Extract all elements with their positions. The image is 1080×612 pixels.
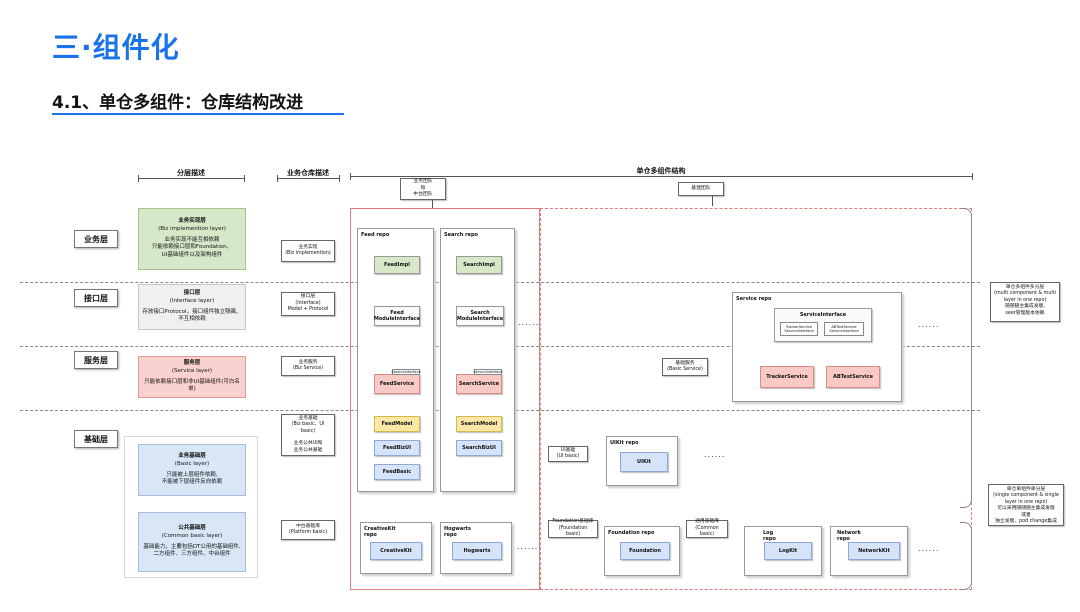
repo-title: Foundation repo [608,530,655,536]
col-tick [277,175,278,182]
layer-desc-text: 业务实现不能互相依赖 只能依赖接口层和Foundation、 UI基础组件以及架… [151,236,233,259]
col-line-repo-desc [277,178,339,179]
feedservice-interface-tag: ServiceInterface [391,369,421,375]
col-tick [244,175,245,182]
layer-desc-text: 只能被上层组件依赖, 不能被下层组件反向依赖 [161,471,223,486]
layer-label-biz: 业务层 [74,230,118,248]
single-component-note: 单仓单组件单分层 (single component & single laye… [988,484,1064,526]
layer-desc-text: 基础能力，主要包括DT公用的基础组件, 二方组件、三方组件、中台组件 [143,543,241,558]
repo-title: Hogwarts repo [444,526,472,538]
feedbizui-component: FeedBizUI [374,440,420,456]
feedbasic-component: FeedBasic [374,464,420,480]
networkkit-component: NetworkKit [848,542,900,560]
layer-desc-en: (Service layer) [171,367,213,374]
repo-title: UIKit repo [610,440,639,446]
hogwarts-component: Hogwarts [452,542,502,560]
searchmodel-component: SearchModel [456,416,502,432]
repo-title: Service repo [736,296,772,302]
layer-desc-en: (Basic layer) [174,460,210,467]
base-layer-group [124,436,258,578]
col-line-structure [350,176,972,177]
ellipsis: ...... [918,544,940,553]
ui-basic-note: UI基础 (UI basic) [548,446,588,462]
basic-service-note: 基础服务 (Basic Service) [662,358,708,376]
ellipsis: ...... [518,318,540,327]
team-note-infra: 基建团队 [678,182,724,196]
foundation-basic-note: Foundation基础库 (Foundation basic) [548,519,598,538]
searchservice-component: SearchService [456,374,502,394]
team-note-pointer [432,200,433,208]
subtitle-underline [52,113,344,115]
page-subtitle: 4.1、单仓多组件：仓库结构改进 [52,93,304,113]
team-note-pointer [712,196,713,206]
repo-desc-platform: 中台基础库 (Platform basic) [281,520,335,540]
biz-team-container [350,208,540,590]
layer-desc-en: (Biz implemention layer) [158,225,226,232]
col-tick [138,175,139,182]
repo-desc-basic: 业务基础 (Biz basic、UI basic) 业务公共UI和 业务公共基础 [281,414,335,456]
trackerservice-component: TrackerService [760,366,814,388]
ellipsis: ...... [517,542,539,551]
layer-desc-title: 业务实现层 [178,217,206,224]
layer-label-service: 服务层 [74,351,118,369]
uikit-component: UIKit [620,452,668,472]
common-basic-note: 通用基础库 (Common basic) [686,519,728,538]
col-tick [972,173,973,180]
searchimpl-component: SearchImpl [456,256,502,274]
searchbizui-component: SearchBizUI [456,440,502,456]
tracker-service-interface: TrackerService ServiceInterface [780,322,818,336]
layer-desc-basic: 业务基础层 (Basic layer) 只能被上层组件依赖, 不能被下层组件反向… [138,444,246,496]
layer-desc-text: 只能依赖接口层和非UI基础组件(可白名单) [144,378,240,393]
page-title: 三·组件化 [52,31,180,64]
layer-desc-common: 公共基础层 (Common basic layer) 基础能力，主要包括DT公用… [138,512,246,572]
repo-title: Feed repo [361,232,390,238]
repo-title: CreativeKit repo [364,526,396,538]
abtestservice-component: ABTestService [826,366,880,388]
repo-desc-interface: 接口层 (Interface) Model + Protocol [281,292,335,316]
searchservice-interface-tag: ServiceInterface [473,369,503,375]
layer-label-base: 基础层 [74,430,118,448]
col-header-layer-desc: 分层描述 [177,169,205,177]
feed-moduleinterface-component: Feed ModuleInterface [374,306,420,326]
repo-desc-service: 业务服务 (Biz Service) [281,356,335,376]
multi-layer-brace [960,208,972,508]
multi-component-note: 单仓多组件多分层 (multi component & multi layer … [990,282,1060,322]
layer-desc-title: 服务层 [183,359,201,366]
layer-label-interface: 接口层 [74,289,118,307]
logkit-component: LogKit [764,542,812,560]
team-note-biz: 业务团队 和 中台团队 [400,178,446,200]
feedmodel-component: FeedModel [374,416,420,432]
abtest-service-interface: ABTestService ServiceInterface [824,322,864,336]
foundation-component: Foundation [620,542,670,560]
feedservice-component: FeedService [374,374,420,394]
ellipsis: ...... [918,320,940,329]
layer-desc-title: 接口层 [183,289,201,296]
repo-desc-biz: 业务实现 (Biz implemention) [281,240,335,262]
repo-title: Search repo [444,232,478,238]
layer-desc-interface: 接口层 (Interface layer) 存放接口Protocol，接口组件独… [138,284,246,330]
col-tick [339,175,340,182]
col-header-repo-desc: 业务仓库描述 [287,169,329,177]
single-layer-brace [960,522,972,590]
layer-desc-en: (Common basic layer) [161,532,223,539]
layer-desc-en: (Interface layer) [169,297,215,304]
layer-desc-title: 业务基础层 [178,452,206,459]
layer-desc-text: 存放接口Protocol，接口组件独立隔离、不互相依赖 [142,308,242,323]
col-tick [350,173,351,180]
col-line-layer-desc [138,178,244,179]
ellipsis: ...... [704,450,726,459]
layer-desc-title: 公共基础层 [178,524,206,531]
repo-title: Network repo [837,530,861,542]
layer-desc-biz: 业务实现层 (Biz implemention layer) 业务实现不能互相依… [138,208,246,270]
search-moduleinterface-component: Search ModuleInterface [456,306,504,326]
feedimpl-component: FeedImpl [374,256,420,274]
layer-desc-service: 服务层 (Service layer) 只能依赖接口层和非UI基础组件(可白名单… [138,356,246,398]
repo-title: Log repo [763,530,776,542]
creativekit-component: CreativeKit [370,542,422,560]
col-header-structure: 单仓多组件结构 [636,167,686,175]
